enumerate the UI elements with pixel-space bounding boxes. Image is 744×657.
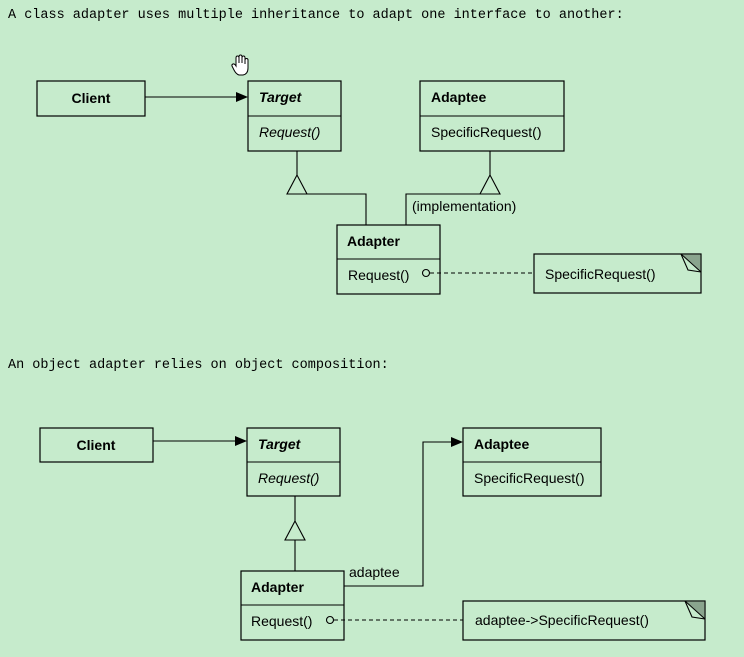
class-target-box[interactable]: Target Request() (247, 80, 342, 152)
object-adaptee-arrowhead (451, 437, 463, 447)
object-adaptee-ref-label: adaptee (349, 564, 400, 580)
class-arrowhead (236, 92, 248, 102)
object-adapter-diagram: Client Target Request() Adaptee Specific… (39, 427, 706, 641)
class-target-inherit-triangle (286, 173, 308, 195)
class-note: SpecificRequest() (533, 253, 702, 294)
object-note-anchor (325, 615, 335, 625)
object-adapter-caption: An object adapter relies on object compo… (8, 358, 389, 373)
object-target-inherit-triangle (284, 519, 306, 541)
object-note-fold-icon (683, 600, 706, 621)
object-note-text: adaptee->SpecificRequest() (475, 612, 649, 628)
object-target-name: Target (258, 436, 302, 452)
class-adaptee-box[interactable]: Adaptee SpecificRequest() (419, 80, 565, 152)
object-adapter-box[interactable]: Adapter Request() (240, 570, 345, 641)
class-adaptee-op: SpecificRequest() (431, 124, 542, 140)
object-adapter-request: Request() (251, 613, 312, 629)
class-target-inherit-line (297, 193, 367, 225)
object-client-box[interactable]: Client (39, 427, 154, 463)
class-adapter-caption: A class adapter uses multiple inheritanc… (8, 8, 624, 23)
class-adapter-diagram: Client Target Request() Adaptee Specific… (36, 80, 702, 295)
object-target-request: Request() (258, 470, 319, 486)
class-client-box[interactable]: Client (36, 80, 146, 117)
object-adapter-name: Adapter (251, 579, 304, 595)
class-implementation-label: (implementation) (412, 198, 516, 214)
object-adaptee-box[interactable]: Adaptee SpecificRequest() (462, 427, 602, 497)
object-adaptee-op: SpecificRequest() (474, 470, 585, 486)
class-note-fold-icon (679, 253, 702, 274)
class-adapter-box[interactable]: Adapter Request() (336, 224, 441, 295)
class-note-text: SpecificRequest() (545, 266, 656, 282)
object-target-box[interactable]: Target Request() (246, 427, 341, 497)
class-note-anchor (421, 268, 431, 278)
object-adaptee-name: Adaptee (474, 436, 529, 452)
class-adaptee-name: Adaptee (431, 89, 486, 105)
object-client-label: Client (77, 437, 116, 453)
object-adaptee-reference (344, 441, 455, 587)
class-target-request: Request() (259, 124, 320, 140)
class-adapter-name: Adapter (347, 233, 400, 249)
hand-cursor-icon (231, 54, 249, 76)
object-arrowhead (235, 436, 247, 446)
class-client-label: Client (72, 90, 111, 106)
class-adapter-request: Request() (348, 267, 409, 283)
class-adaptee-inherit-triangle (479, 173, 501, 195)
class-target-name: Target (259, 89, 303, 105)
class-adaptee-inherit-line (405, 193, 490, 225)
object-note: adaptee->SpecificRequest() (462, 600, 706, 641)
